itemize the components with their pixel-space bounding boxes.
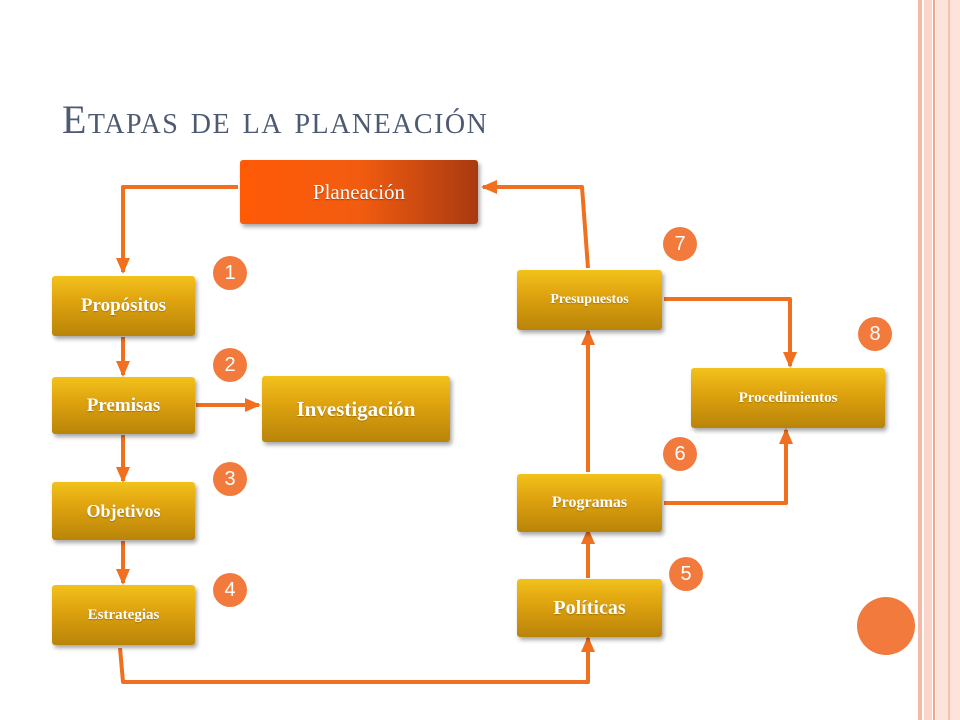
step-badge-7: 7 (663, 227, 697, 261)
slide-title: Etapas de la planeación (62, 97, 489, 142)
decorative-stripe (948, 0, 950, 720)
step-badge-4: 4 (213, 573, 247, 607)
arrow-planeacion-propositos (116, 185, 238, 274)
arrow-programas-procedimientos (664, 428, 793, 505)
decorative-stripe (918, 0, 922, 720)
node-programas: Programas (517, 474, 662, 532)
node-objetivos: Objetivos (52, 482, 195, 540)
step-badge-5: 5 (669, 557, 703, 591)
decorative-stripe (933, 0, 935, 720)
node-investigacion: Investigación (262, 376, 450, 442)
node-planeacion: Planeación (240, 160, 478, 224)
node-politicas: Políticas (517, 579, 662, 637)
decorative-stripe (924, 0, 932, 720)
node-premisas: Premisas (52, 377, 195, 434)
node-estrategias: Estrategias (52, 585, 195, 645)
step-badge-6: 6 (663, 437, 697, 471)
step-badge-2: 2 (213, 348, 247, 382)
decorative-circle (857, 597, 915, 655)
step-badge-3: 3 (213, 462, 247, 496)
step-badge-1: 1 (213, 256, 247, 290)
node-procedimientos: Procedimientos (691, 368, 885, 428)
node-propositos: Propósitos (52, 276, 195, 336)
node-presupuestos: Presupuestos (517, 270, 662, 330)
step-badge-8: 8 (858, 317, 892, 351)
arrow-presupuestos-procedimientos (664, 297, 797, 368)
arrow-presupuestos-planeacion (481, 180, 590, 269)
arrow-estrategias-politicas (118, 636, 595, 684)
